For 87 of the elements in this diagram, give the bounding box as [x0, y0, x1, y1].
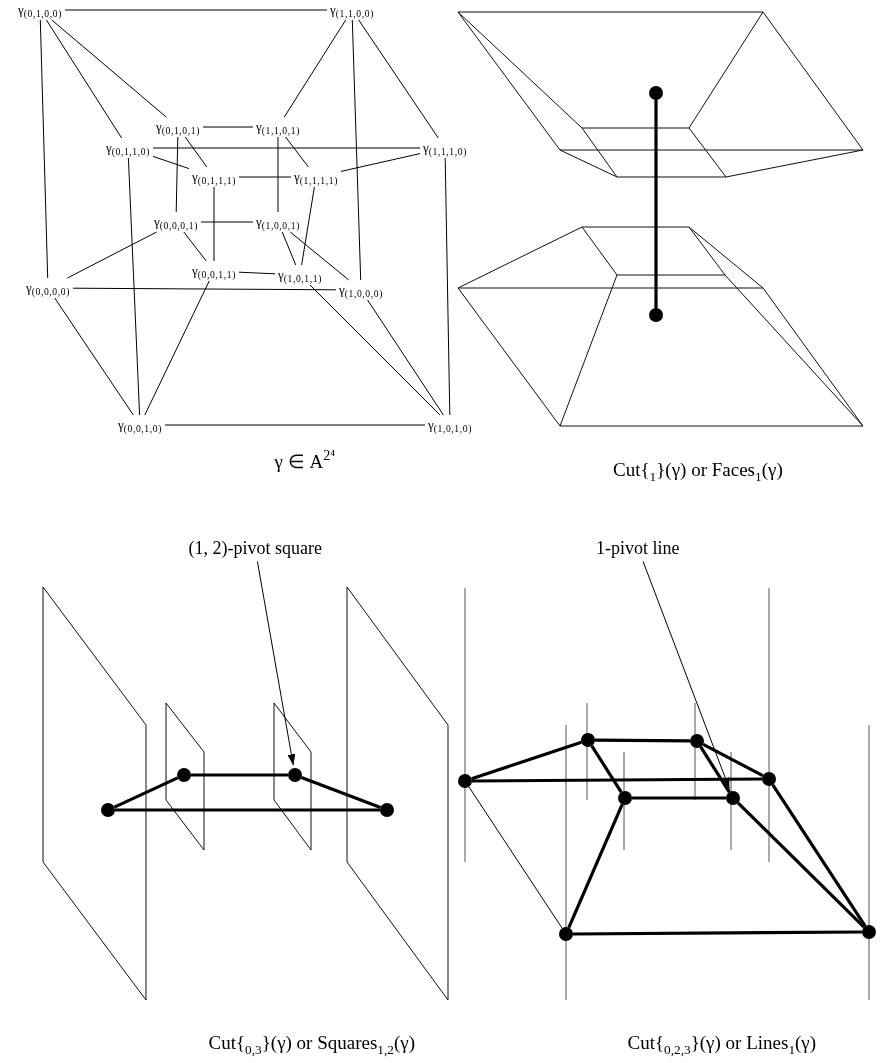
connector-line — [472, 777, 762, 783]
connector-line — [191, 773, 288, 777]
connector-line — [358, 19, 439, 139]
connector-line — [127, 157, 141, 416]
connector-line — [281, 231, 297, 266]
connector-line — [183, 231, 207, 262]
connector-line — [184, 136, 208, 168]
connector-line — [300, 776, 382, 809]
connector-line — [144, 280, 210, 416]
connector-line — [351, 19, 362, 281]
vertex-dot — [458, 774, 472, 788]
connector-line — [72, 287, 337, 291]
connector-line — [301, 186, 315, 266]
leader-arrow — [256, 561, 296, 766]
connector-line — [573, 930, 862, 936]
vertex-label: γ$_{(1,1,0,1)}$ — [255, 119, 301, 136]
connector-line — [567, 803, 624, 929]
connector-line — [632, 796, 726, 800]
vertex-label: γ$_{(1,1,1,1)}$ — [293, 169, 339, 186]
vertex-dot — [581, 733, 595, 747]
vertex-label: γ$_{(1,0,0,1)}$ — [255, 214, 301, 231]
connector-line — [213, 186, 215, 262]
connector-line — [164, 424, 426, 426]
callout-label: (1, 2)-pivot square — [188, 536, 322, 559]
connector-line — [277, 136, 279, 213]
figure-caption: γ ∈ A$^{2⁴}$ — [274, 449, 336, 474]
figure-caption: Cut{$_{0,2,3}$}(γ) or Lines$_{1}$(γ) — [627, 1030, 817, 1056]
vertex-dot — [380, 803, 394, 817]
connector-line — [175, 136, 179, 213]
connector-line — [152, 155, 190, 170]
connector-line — [736, 801, 866, 929]
connector-line — [51, 19, 167, 118]
connector-line — [289, 231, 350, 281]
vertex-dot — [559, 927, 573, 941]
vertex-label: γ$_{(1,1,1,0)}$ — [422, 140, 468, 157]
vertex-dot — [862, 925, 876, 939]
vertex-dot — [101, 803, 115, 817]
connector-line — [699, 746, 731, 793]
connector-line — [200, 221, 254, 223]
connector-line — [367, 299, 444, 416]
connector-line — [444, 157, 451, 416]
figure-caption: Cut{$_{0,3}$}(γ) or Squares$_{1,2}$(γ) — [208, 1030, 416, 1056]
connector-line — [590, 745, 623, 793]
connector-line — [340, 153, 421, 172]
vertex-dot — [177, 768, 191, 782]
vertex-label: γ$_{(0,0,1,0)}$ — [117, 417, 163, 434]
callout-label: 1-pivot line — [596, 536, 680, 559]
connector-line — [152, 147, 421, 149]
vertex-dot — [690, 734, 704, 748]
connector-line — [202, 126, 254, 128]
connector-line — [113, 776, 179, 809]
connector-line — [468, 786, 563, 929]
connector-line — [238, 176, 292, 178]
vertex-label: γ$_{(0,1,0,0)}$ — [17, 2, 63, 19]
connector-line — [595, 738, 690, 743]
vertex-dot — [618, 791, 632, 805]
vertex-label: γ$_{(0,0,0,1)}$ — [153, 214, 199, 231]
connector-line — [283, 19, 347, 118]
figure-caption: Cut{$_{1}$}(γ) or Faces$_{1}$(γ) — [613, 457, 783, 483]
connector-line — [702, 742, 764, 778]
vertex-label: γ$_{(1,0,1,1)}$ — [277, 267, 323, 284]
connector-line — [45, 19, 123, 139]
connector-line — [238, 271, 276, 275]
vertex-label: γ$_{(0,1,0,1)}$ — [155, 119, 201, 136]
connector-line — [285, 136, 309, 168]
vertex-dot — [762, 772, 776, 786]
connector-line — [309, 284, 441, 416]
vertex-label: γ$_{(0,0,0,0)}$ — [25, 280, 71, 297]
connector-line — [771, 784, 867, 927]
connector-line — [654, 100, 658, 308]
vertex-label: γ$_{(1,0,1,0)}$ — [427, 417, 473, 434]
vertex-dot — [726, 791, 740, 805]
vertex-label: γ$_{(1,1,0,0)}$ — [329, 2, 375, 19]
vertex-label: γ$_{(0,1,1,0)}$ — [105, 140, 151, 157]
connector-line — [66, 231, 158, 279]
vertex-label: γ$_{(0,1,1,1)}$ — [191, 169, 237, 186]
connector-line — [39, 19, 49, 279]
connector-line — [64, 9, 328, 11]
vertex-dot — [649, 308, 663, 322]
connector-line — [115, 808, 380, 812]
connector-line — [54, 297, 134, 416]
vertex-dot — [649, 86, 663, 100]
vertex-label: γ$_{(1,0,0,0)}$ — [338, 282, 384, 299]
leader-arrow — [642, 561, 730, 790]
vertex-label: γ$_{(0,0,1,1)}$ — [191, 263, 237, 280]
vertex-dot — [288, 768, 302, 782]
connector-line — [471, 740, 582, 781]
